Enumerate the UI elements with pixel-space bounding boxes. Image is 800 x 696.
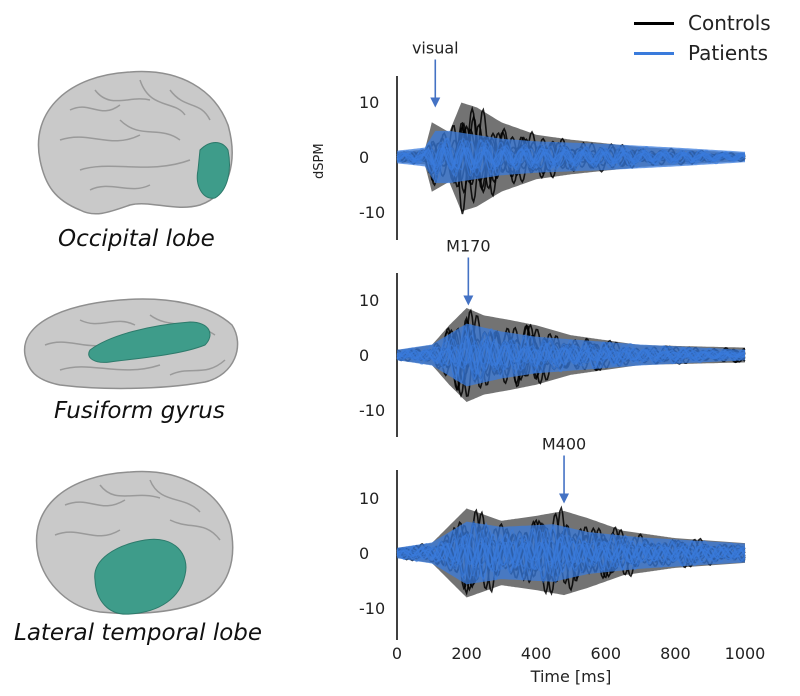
x-tick-label: 0: [392, 644, 402, 663]
label-lateral-temporal-lobe: Lateral temporal lobe: [14, 620, 263, 646]
y-tick-label: 10: [359, 291, 379, 310]
annotation-label: M170: [446, 237, 490, 256]
brain-lateral-sulci: [54, 479, 221, 541]
brain-occipital-region: [196, 142, 230, 199]
legend-label-controls: Controls: [688, 11, 771, 35]
y-tick-label: 0: [359, 346, 369, 365]
y-tick-label: -10: [359, 203, 385, 222]
x-tick-label: 800: [660, 644, 691, 663]
label-occipital-lobe: Occipital lobe: [58, 226, 215, 252]
series-patients: [396, 323, 746, 387]
legend-item-patients: Patients: [634, 38, 771, 68]
x-axis-label: Time [ms]: [530, 667, 612, 686]
y-tick-label: -10: [359, 401, 385, 420]
legend-item-controls: Controls: [634, 8, 771, 38]
brain-occipital-sulci: [59, 79, 211, 191]
brain-lateral-image: [35, 470, 234, 615]
y-tick-label: 0: [359, 544, 369, 563]
brain-fusiform-image: [23, 298, 239, 390]
annotation-arrowhead: [430, 97, 441, 108]
legend-swatch-controls: [634, 21, 674, 25]
legend: Controls Patients: [634, 8, 771, 68]
annotation-arrowhead: [463, 295, 474, 306]
x-tick-label: 200: [451, 644, 482, 663]
brain-occipital-image: [37, 70, 233, 215]
x-tick-label: 600: [591, 644, 622, 663]
legend-swatch-patients: [634, 51, 674, 55]
envelope-patients: [397, 323, 745, 387]
y-tick-label: -10: [359, 599, 385, 618]
x-tick-label: 400: [521, 644, 552, 663]
y-tick-label: 10: [359, 93, 379, 112]
x-tick-label: 1000: [725, 644, 766, 663]
annotation-label: M400: [542, 435, 586, 454]
y-tick-label: 10: [359, 489, 379, 508]
label-fusiform-gyrus: Fusiform gyrus: [54, 398, 225, 424]
annotation-label: visual: [412, 39, 459, 58]
brain-fusiform-region: [88, 321, 211, 363]
chart-panel-occipital: 10 0 -10 dSPM visual: [312, 39, 746, 240]
brain-lateral-region: [94, 538, 187, 615]
chart-panel-fusiform: 10 0 -10 M170: [359, 237, 746, 437]
series-patients: [396, 520, 746, 585]
legend-label-patients: Patients: [688, 41, 769, 65]
envelope-patients: [397, 521, 745, 585]
y-axis-label: dSPM: [312, 143, 327, 179]
y-tick-label: 0: [359, 148, 369, 167]
series-patients: [396, 130, 746, 184]
annotation-arrowhead: [559, 493, 570, 504]
envelope-patients: [397, 130, 745, 184]
